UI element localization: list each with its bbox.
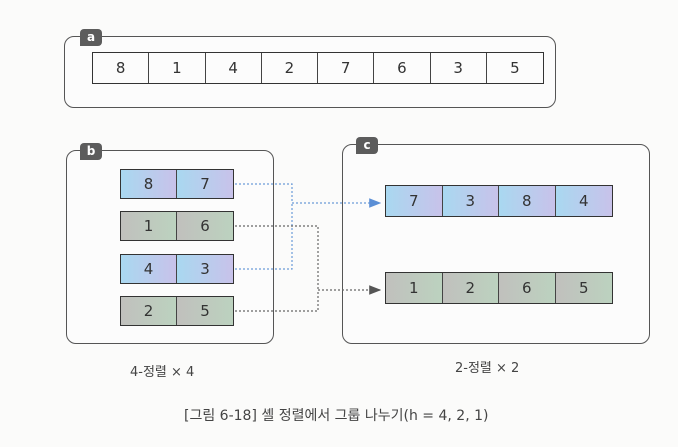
array-cell: 5 bbox=[510, 59, 520, 77]
array-cell: 1 bbox=[149, 53, 206, 83]
group-cell: 8 bbox=[499, 186, 556, 216]
group-row-c: 1 2 6 5 bbox=[385, 272, 613, 304]
group-row-b: 2 5 bbox=[120, 296, 234, 326]
panel-a-tag: a bbox=[80, 29, 102, 46]
panel-a bbox=[64, 36, 556, 108]
group-cell: 1 bbox=[386, 273, 443, 303]
group-row-b: 4 3 bbox=[120, 254, 234, 284]
group-cell: 6 bbox=[177, 212, 233, 240]
connector-gray-2 bbox=[235, 290, 319, 312]
group-cell: 2 bbox=[121, 297, 178, 325]
connector-gray-1 bbox=[235, 225, 319, 290]
group-cell: 3 bbox=[177, 255, 233, 283]
panel-b-label: 4-정렬 × 4 bbox=[130, 365, 195, 380]
group-cell: 1 bbox=[121, 212, 178, 240]
array-cell: 8 bbox=[93, 53, 150, 83]
connector-blue-1 bbox=[235, 183, 293, 203]
connector-blue-2 bbox=[235, 203, 293, 270]
group-cell: 6 bbox=[499, 273, 556, 303]
array-cell: 7 bbox=[318, 53, 375, 83]
group-cell: 8 bbox=[121, 170, 178, 198]
group-row-c: 7 3 8 4 bbox=[385, 185, 613, 217]
array-cell: 2 bbox=[262, 53, 318, 83]
array-cell: 4 bbox=[206, 53, 262, 83]
panel-b-tag: b bbox=[80, 143, 102, 160]
panel-c-tag: c bbox=[356, 137, 378, 154]
group-row-b: 1 6 bbox=[120, 211, 234, 241]
figure-caption: [그림 6-18] 셸 정렬에서 그룹 나누기(h = 4, 2, 1) bbox=[184, 408, 489, 424]
group-cell: 3 bbox=[442, 186, 499, 216]
group-cell: 7 bbox=[177, 170, 233, 198]
panel-c bbox=[342, 144, 650, 344]
group-cell: 7 bbox=[386, 186, 443, 216]
group-row-b: 8 7 bbox=[120, 169, 234, 199]
array-row-a: 8 1 4 2 7 6 3 5 bbox=[92, 52, 544, 84]
group-cell: 5 bbox=[177, 297, 233, 325]
panel-c-label: 2-정렬 × 2 bbox=[455, 361, 520, 376]
group-cell: 4 bbox=[121, 255, 178, 283]
array-cell: 6 bbox=[374, 53, 431, 83]
group-cell: 4 bbox=[555, 186, 612, 216]
group-cell: 5 bbox=[555, 273, 612, 303]
group-cell: 2 bbox=[442, 273, 499, 303]
array-cell: 3 bbox=[431, 53, 487, 83]
